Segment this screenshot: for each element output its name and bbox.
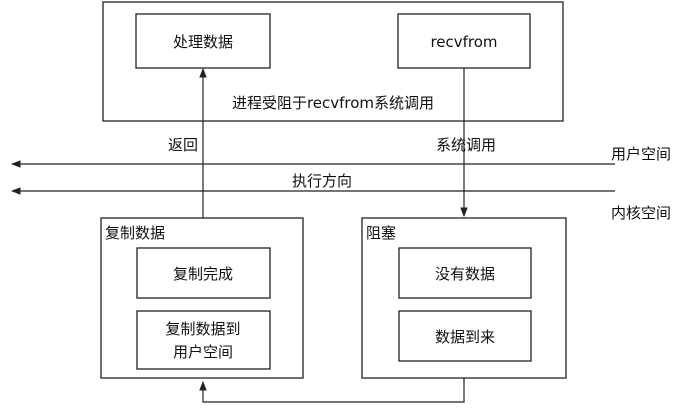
copy-done-box bbox=[136, 247, 271, 299]
process-caption: 进程受阻于recvfrom系统调用 bbox=[232, 94, 434, 112]
copy-to-user-label-2: 用户空间 bbox=[173, 343, 233, 361]
kernel-space-label: 内核空间 bbox=[611, 204, 671, 222]
user-space-label: 用户空间 bbox=[611, 145, 671, 163]
recvfrom-label: recvfrom bbox=[430, 33, 497, 51]
copy-to-user-label-1: 复制数据到 bbox=[165, 320, 240, 338]
exec-direction-label: 执行方向 bbox=[292, 172, 352, 190]
copy-data-title: 复制数据 bbox=[105, 224, 165, 242]
process-data-box bbox=[135, 13, 271, 69]
process-box bbox=[102, 1, 564, 122]
no-data-box bbox=[398, 247, 532, 299]
syscall-label: 系统调用 bbox=[436, 136, 496, 154]
no-data-label: 没有数据 bbox=[435, 265, 495, 283]
data-arrived-connector bbox=[199, 378, 465, 403]
copy-done-label: 复制完成 bbox=[173, 265, 233, 283]
copy-data-box bbox=[100, 217, 304, 379]
process-data-label: 处理数据 bbox=[173, 33, 233, 51]
block-title: 阻塞 bbox=[366, 224, 396, 242]
data-arrived-box bbox=[398, 310, 532, 362]
copy-to-user-box bbox=[136, 310, 271, 370]
data-arrived-label: 数据到来 bbox=[435, 328, 495, 346]
return-label: 返回 bbox=[168, 136, 198, 154]
